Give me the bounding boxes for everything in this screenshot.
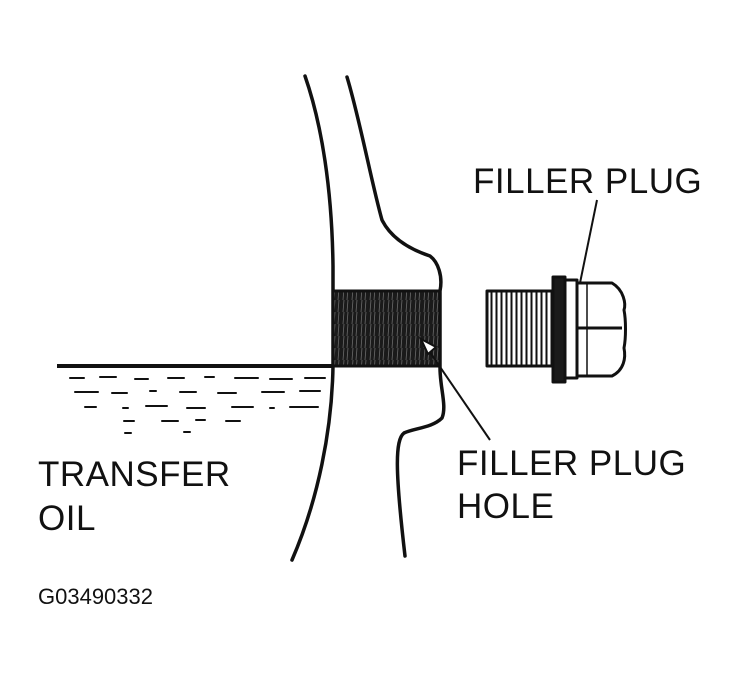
filler-plug-hole [331, 289, 442, 368]
filler-plug-hole-label-line2: HOLE [457, 487, 554, 526]
filler-plug-label: FILLER PLUG [473, 162, 702, 201]
filler-plug-hole-leader [424, 344, 491, 441]
oil-level [57, 364, 333, 434]
filler-plug-threads [485, 289, 555, 368]
filler-plug-flange [563, 278, 579, 380]
case-wall-outer-contour [290, 74, 335, 562]
filler-plug-leader [579, 199, 598, 284]
filler-plug [485, 275, 627, 384]
transfer-oil-label-line1: TRANSFER [38, 455, 231, 494]
filler-plug-hole-label-line1: FILLER PLUG [457, 444, 686, 483]
leader-lines [418, 199, 598, 441]
filler-plug-hole-arrowhead [418, 336, 438, 356]
oil-dashes [69, 376, 326, 434]
transfer-oil-label-line2: OIL [38, 499, 96, 538]
filler-plug-gasket [551, 275, 567, 384]
figure-id: G03490332 [38, 584, 153, 609]
